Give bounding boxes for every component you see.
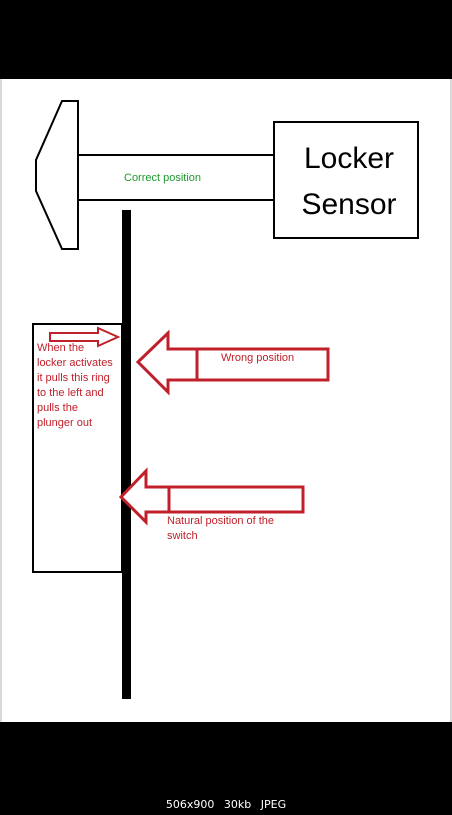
ring-note-line6: plunger out	[37, 417, 92, 429]
sensor-label-line1: Locker	[304, 142, 394, 175]
ring-note-line1: When the	[37, 342, 84, 354]
natural-position-arrow	[118, 467, 305, 526]
locker-sensor-box	[273, 121, 419, 239]
plunger-head	[35, 100, 79, 250]
image-info-bar: 506x900 30kb JPEG	[0, 798, 452, 811]
ring-note-line2: locker activates	[37, 357, 113, 369]
diagram: Locker Sensor Correct position When the …	[32, 100, 419, 699]
ring-note-line3: it pulls this ring	[37, 372, 110, 384]
switch-pole	[122, 210, 131, 699]
pull-arrow	[49, 326, 121, 348]
ring-box	[32, 323, 123, 573]
natural-label-line2: switch	[167, 530, 198, 542]
image-size: 30kb	[223, 798, 252, 811]
ring-note-line5: pulls the	[37, 402, 78, 414]
image-dimensions: 506x900	[165, 798, 215, 811]
natural-label-line1: Natural position of the	[167, 515, 274, 527]
correct-position-label: Correct position	[124, 172, 201, 184]
image-format: JPEG	[260, 798, 287, 811]
plunger-shaft	[77, 154, 275, 201]
natural-position-label: Natural position of the switch	[167, 515, 277, 542]
ring-note: When the locker activates it pulls this …	[37, 342, 116, 429]
wrong-position-arrow	[135, 329, 330, 396]
sensor-label-line2: Sensor	[301, 188, 396, 221]
ring-note-line4: to the left and	[37, 387, 104, 399]
wrong-position-label: Wrong position	[221, 352, 294, 364]
